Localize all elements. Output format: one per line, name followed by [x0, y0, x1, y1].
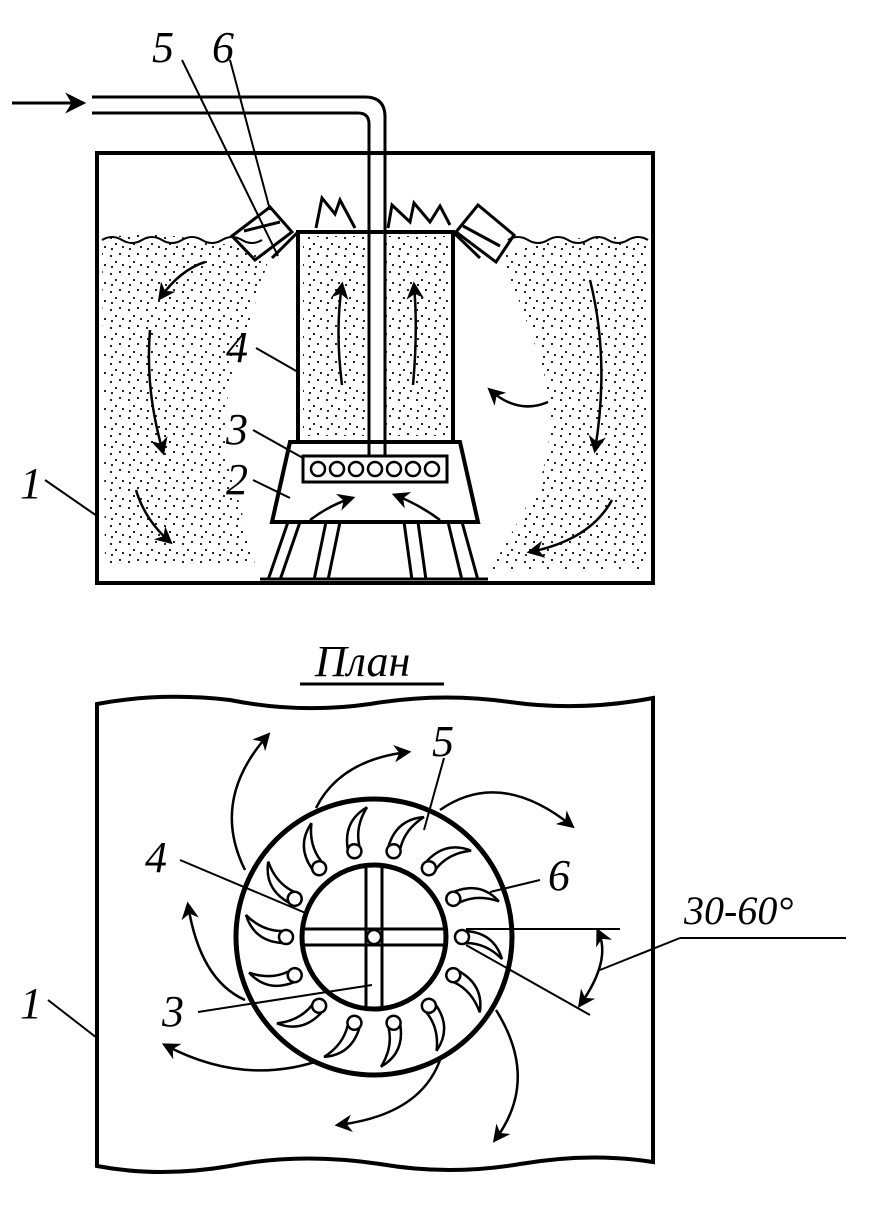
nozzle-blade — [244, 914, 283, 945]
plan-nozzles — [244, 806, 504, 1068]
liquid-surface-right — [507, 236, 649, 244]
leader-lines-plan — [47, 757, 541, 1039]
nozzle-blade — [425, 846, 472, 870]
label-1-section: 1 — [20, 459, 42, 508]
nozzle — [345, 806, 369, 860]
nozzle — [276, 997, 328, 1028]
nozzle-blade — [453, 886, 500, 904]
angle-label: 30-60° — [683, 888, 793, 933]
support-legs — [266, 521, 480, 581]
nozzle — [323, 1014, 363, 1059]
label-5-plan: 5 — [432, 717, 454, 766]
label-3-plan: 3 — [161, 987, 184, 1036]
nozzle — [302, 822, 328, 877]
nozzle-orifice — [346, 842, 363, 860]
label-4-section: 4 — [226, 323, 248, 372]
nozzle — [420, 997, 446, 1052]
nozzle-left — [229, 204, 295, 263]
nozzle-tops — [314, 194, 452, 229]
nozzle-orifice — [445, 966, 462, 984]
label-6-top: 6 — [212, 23, 234, 72]
air-pipe-inner — [92, 111, 371, 455]
nozzle-blade — [302, 822, 323, 870]
nozzle — [445, 886, 500, 908]
plan-view: План 30-60° — [20, 637, 846, 1174]
nozzle-blade — [465, 929, 504, 960]
label-5-top: 5 — [152, 23, 174, 72]
base-trapezoid — [269, 440, 481, 524]
nozzle-orifice — [445, 890, 462, 908]
nozzle-orifice — [286, 890, 303, 908]
nozzle-blade — [425, 1004, 446, 1052]
angle-leader — [599, 937, 681, 971]
label-6-plan: 6 — [548, 851, 570, 900]
nozzle-orifice — [385, 1014, 402, 1032]
nozzle-blade — [387, 815, 425, 849]
angle-line — [465, 944, 591, 1016]
nozzle-orifice — [277, 928, 295, 946]
aerator-holes — [309, 460, 441, 478]
nozzle-blade — [276, 1004, 323, 1028]
label-2-section: 2 — [226, 455, 248, 504]
nozzle-orifice — [346, 1014, 363, 1032]
nozzle-orifice — [420, 997, 438, 1015]
nozzle-orifice — [385, 842, 402, 860]
nozzle-blade — [453, 970, 482, 1013]
flow-arrows-section — [134, 260, 614, 558]
nozzle-blade — [345, 806, 369, 849]
nozzle-blade — [379, 1025, 403, 1068]
nozzle — [453, 928, 504, 960]
inner-column — [299, 862, 449, 1012]
nozzle — [445, 966, 482, 1013]
nozzle — [248, 966, 303, 988]
nozzle-blade — [323, 1025, 361, 1059]
liquid-right — [490, 236, 648, 571]
nozzle — [266, 861, 303, 908]
nozzle-orifice — [286, 966, 303, 984]
label-3-section: 3 — [225, 405, 248, 454]
aerator-plate — [301, 454, 449, 484]
leader-lines-section — [44, 59, 304, 517]
liquid-column-left — [303, 236, 367, 436]
liquid-left — [102, 234, 270, 565]
air-pipe-outer — [92, 95, 387, 455]
tank-outline — [95, 151, 655, 585]
label-4-plan: 4 — [145, 833, 167, 882]
nozzle-orifice — [310, 859, 328, 877]
center-hub — [365, 928, 383, 946]
nozzle-orifice — [453, 928, 471, 946]
liquid-surface-left — [101, 236, 263, 244]
plan-tank-outline — [95, 694, 655, 1174]
nozzle — [379, 1014, 403, 1068]
outer-ring — [233, 796, 515, 1078]
nozzle — [385, 815, 425, 860]
flow-arrows-plan — [161, 732, 575, 1143]
angle-arc — [577, 927, 612, 1008]
nozzle-blade — [248, 970, 295, 988]
riser-column — [296, 230, 455, 444]
nozzle-blade — [266, 861, 295, 904]
nozzle-right — [453, 202, 516, 265]
nozzle — [420, 846, 472, 877]
nozzle-orifice — [420, 859, 438, 877]
plan-title: План — [314, 637, 410, 686]
nozzle — [244, 914, 295, 946]
nozzle-orifice — [310, 997, 328, 1015]
label-1-plan: 1 — [20, 979, 42, 1028]
section-view: 5 6 4 3 2 1 — [12, 23, 655, 585]
